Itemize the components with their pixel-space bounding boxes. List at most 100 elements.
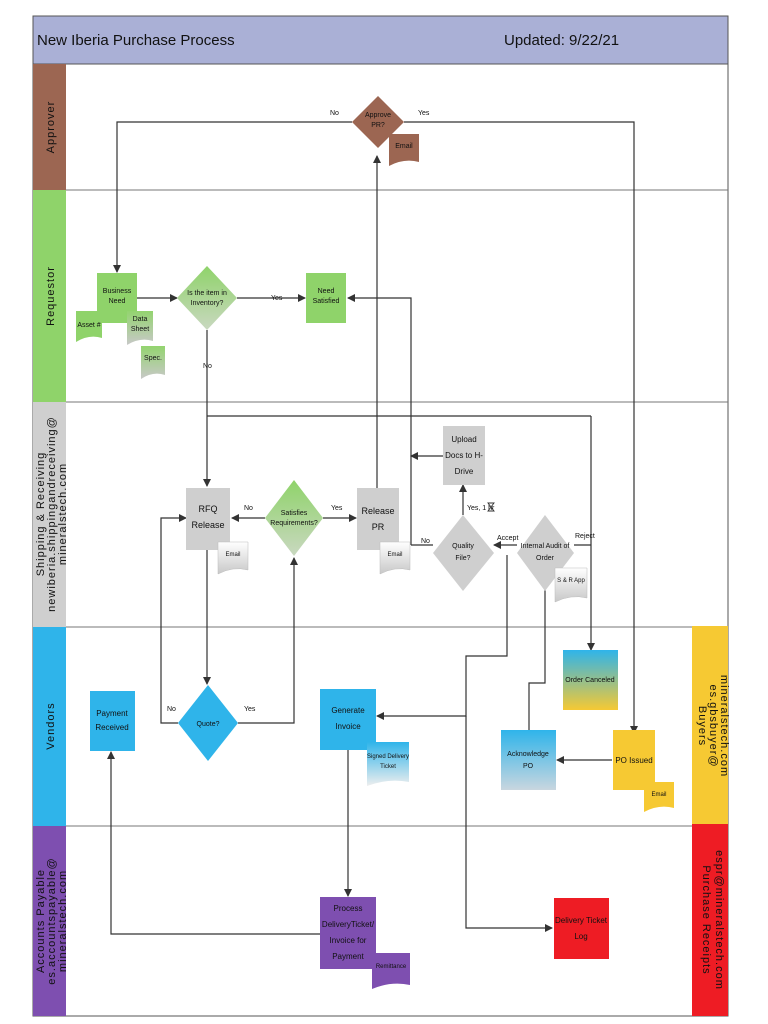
internal-audit-label-1: Internal Audit of [521, 543, 570, 550]
quote-label: Quote? [197, 721, 220, 728]
lane-label-requestor: Requestor [45, 266, 57, 326]
lane-label-buyers-3: mineralstech.com [718, 675, 730, 777]
release-pr-box[interactable]: Release PR [357, 488, 399, 550]
spec-label: Spec. [144, 355, 162, 362]
asset-doc[interactable]: Asset # [76, 311, 102, 342]
generate-invoice-box[interactable]: Generate Invoice [320, 689, 376, 750]
payment-received-box[interactable]: Payment Received [90, 691, 135, 751]
lane-label-pr-1: Purchase Receipts [700, 865, 712, 974]
data-sheet-label-1: Data [133, 316, 148, 323]
label-audit-reject: Reject [575, 533, 595, 540]
business-need-label-2: Need [109, 298, 126, 305]
po-issued-label: PO Issued [615, 756, 652, 765]
need-satisfied-box[interactable]: Need Satisfied [306, 273, 346, 323]
label-satisfies-no: No [244, 505, 253, 512]
lane-shipping [33, 402, 66, 627]
signed-ticket-doc[interactable]: Signed Delivery Ticket [367, 742, 409, 786]
lane-label-buyers-1: Buyers [696, 706, 708, 746]
lane-purchase-receipts [692, 824, 728, 1016]
delivery-log-box[interactable]: Delivery Ticket Log [554, 898, 609, 959]
edge-approve-no [113, 121, 352, 273]
signed-ticket-label-2: Ticket [380, 764, 396, 770]
edge-to-generate-invoice [376, 555, 508, 720]
remittance-doc[interactable]: Remittance [372, 953, 410, 989]
edge-quote-yes [238, 557, 298, 724]
lane-buyers [692, 626, 728, 824]
lane-approver [33, 64, 66, 190]
quality-file-label-2: File? [455, 555, 470, 562]
need-satisfied-label-1: Need [318, 288, 335, 295]
email-approver-doc[interactable]: Email [389, 134, 419, 166]
label-approve-no: No [330, 110, 339, 117]
process-ticket-label-2: DeliveryTicket/ [322, 920, 375, 929]
process-ticket-label-1: Process [334, 904, 363, 913]
upload-docs-label-3: Drive [455, 467, 474, 476]
lane-label-shipping-3: mineralstech.com [57, 463, 69, 565]
sr-app-label: S & R App [557, 578, 585, 584]
edge-ack-to-audit [528, 577, 549, 730]
email-rfq-label: Email [225, 552, 240, 558]
business-need-label-1: Business [103, 288, 132, 295]
satisfies-label-2: Requirements? [270, 520, 318, 527]
label-quality-yes: Yes, 1 hr [467, 505, 495, 512]
lane-label-pr-2: espr@mineralstech.com [713, 850, 725, 990]
lane-label-shipping-1: Shipping & Receiving [35, 452, 47, 577]
inventory-label-2: Inventory? [191, 300, 224, 307]
payment-received-label-2: Received [95, 723, 128, 732]
upload-docs-label-1: Upload [451, 435, 476, 444]
lane-label-vendors: Vendors [45, 702, 57, 749]
email-po-label: Email [651, 792, 666, 798]
need-satisfied-label-2: Satisfied [313, 298, 340, 305]
generate-invoice-label-1: Generate [331, 706, 365, 715]
lane-label-buyers-2: es.gbsbuyer@ [707, 684, 719, 767]
delivery-log-label-1: Delivery Ticket [555, 916, 608, 925]
rfq-release-box[interactable]: RFQ Release [186, 488, 230, 550]
upload-docs-box[interactable]: Upload Docs to H- Drive [443, 426, 485, 485]
internal-audit-decision[interactable]: Internal Audit of Order [517, 515, 574, 591]
label-quote-yes: Yes [244, 706, 256, 713]
email-release-doc[interactable]: Email [379, 541, 411, 575]
quality-file-decision[interactable]: Quality File? [433, 515, 494, 591]
quote-decision[interactable]: Quote? [178, 685, 238, 761]
hourglass-icon [487, 502, 495, 512]
data-sheet-doc[interactable]: Data Sheet [127, 311, 153, 345]
data-sheet-label-2: Sheet [131, 326, 149, 333]
email-rfq-doc[interactable]: Email [217, 541, 249, 575]
approve-pr-label-2: PR? [371, 122, 385, 129]
delivery-log-label-2: Log [574, 932, 587, 941]
upload-docs-label-2: Docs to H- [445, 451, 483, 460]
lane-label-ap-2: es.accountspayable@ [46, 857, 58, 984]
header-bar [32, 15, 729, 65]
approve-pr-label-1: Approve [365, 112, 391, 119]
email-po-doc[interactable]: Email [644, 782, 674, 812]
label-inventory-yes: Yes [271, 295, 283, 302]
inventory-decision[interactable]: Is the item in Inventory? [177, 266, 237, 330]
label-approve-yes: Yes [418, 110, 430, 117]
lane-label-shipping-2: newiberia.shippingandreceiving@ [46, 416, 58, 612]
process-ticket-label-3: Invoice for [330, 936, 367, 945]
edge-to-need-satisfied [347, 294, 412, 545]
page-title: New Iberia Purchase Process [37, 32, 235, 49]
payment-received-label-1: Payment [96, 709, 128, 718]
release-pr-label-1: Release [361, 506, 394, 516]
edge-quote-no [160, 514, 187, 724]
label-audit-accept: Accept [497, 535, 518, 542]
label-inventory-no: No [203, 363, 212, 370]
lane-label-ap-3: mineralstech.com [57, 870, 69, 972]
edge-approve-yes [404, 121, 638, 734]
order-canceled-box[interactable]: Order Canceled [563, 650, 618, 710]
acknowledge-po-box[interactable]: Acknowledge PO [501, 730, 556, 790]
spec-doc[interactable]: Spec. [141, 346, 165, 379]
satisfies-label-1: Satisfies [281, 510, 308, 517]
satisfies-decision[interactable]: Satisfies Requirements? [265, 480, 323, 556]
rfq-release-label-1: RFQ [199, 504, 218, 514]
lane-label-approver: Approver [45, 101, 57, 154]
internal-audit-label-2: Order [536, 555, 555, 562]
updated-date: Updated: 9/22/21 [504, 32, 619, 49]
po-issued-box[interactable]: PO Issued [613, 730, 655, 790]
process-ticket-box[interactable]: Process DeliveryTicket/ Invoice for Paym… [320, 897, 376, 969]
quality-file-label-1: Quality [452, 543, 474, 550]
lane-vendors [33, 627, 66, 826]
sr-app-doc[interactable]: S & R App [554, 567, 588, 603]
